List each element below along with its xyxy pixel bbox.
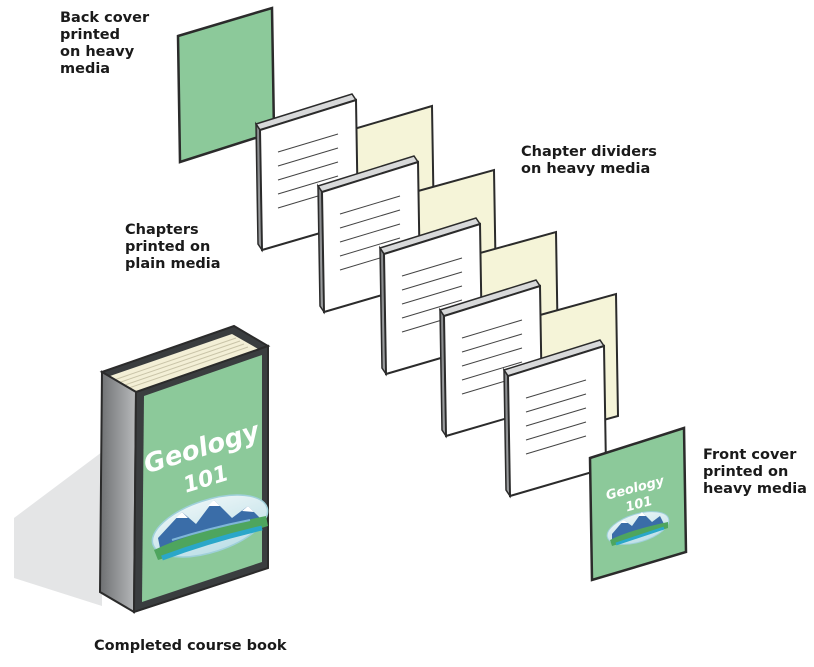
- chapters-label: Chapters printed on plain media: [125, 222, 221, 273]
- book-logo: [151, 494, 269, 561]
- chapter-sheet: [502, 339, 608, 499]
- chapters-label-line: printed on: [125, 239, 211, 255]
- front-cover-label: Front cover printed on heavy media: [703, 447, 807, 498]
- back-cover-label-line: media: [60, 61, 111, 77]
- chapters-label-line: Chapters: [125, 222, 199, 238]
- back-cover-label-line: Back cover: [60, 10, 150, 26]
- back-cover-label-line: on heavy: [60, 44, 135, 60]
- front-cover-logo: [606, 511, 670, 546]
- book-spine: [98, 370, 138, 614]
- chapters-label-line: plain media: [125, 256, 221, 272]
- chapter-stack: [254, 93, 620, 499]
- front-cover-label-line: heavy media: [703, 481, 807, 497]
- chapter-dividers-label-line: on heavy media: [521, 161, 651, 177]
- front-cover-label-line: Front cover: [703, 447, 797, 463]
- book-shadow: [14, 452, 102, 606]
- chapter-dividers-label: Chapter dividers on heavy media: [521, 144, 657, 178]
- completed-book: Geology 101: [14, 324, 271, 614]
- completed-book-label: Completed course book: [94, 638, 287, 655]
- front-cover-title-line2: 101: [624, 494, 654, 516]
- completed-book-label-text: Completed course book: [94, 638, 287, 654]
- front-cover-sheet: Geology 101: [588, 426, 688, 582]
- back-cover-label-line: printed: [60, 27, 120, 43]
- back-cover-label: Back cover printed on heavy media: [60, 10, 149, 78]
- front-cover-label-line: printed on: [703, 464, 789, 480]
- chapter-dividers-label-line: Chapter dividers: [521, 144, 657, 160]
